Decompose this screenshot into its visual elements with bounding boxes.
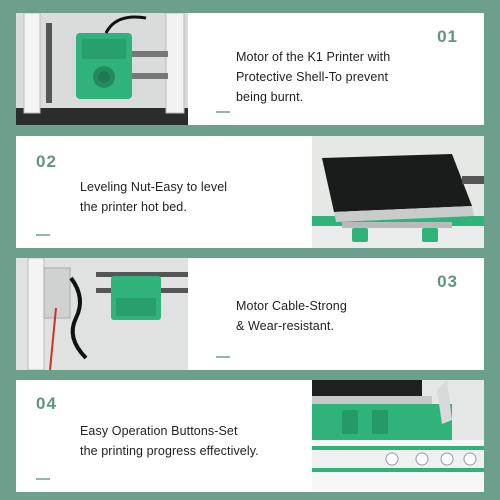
description-line: Motor Cable-Strong [236, 299, 347, 313]
feature-description: Leveling Nut-Easy to level the printer h… [80, 177, 227, 217]
divider-line [216, 111, 230, 113]
motor-shell-photo [16, 13, 188, 125]
feature-number: 01 [437, 27, 458, 46]
feature-panel-2: 02 Leveling Nut-Easy to level the printe… [16, 136, 484, 248]
feature-panel-1: 01 Motor of the K1 Printer with Protecti… [16, 13, 484, 125]
description-line: the printing progress effectively. [80, 444, 259, 458]
description-line: being burnt. [236, 90, 304, 104]
feature-panel-4: 04 Easy Operation Buttons-Set the printi… [16, 380, 484, 492]
description-line: Leveling Nut-Easy to level [80, 180, 228, 194]
feature-description: Easy Operation Buttons-Set the printing … [80, 421, 259, 461]
divider-line [216, 356, 230, 358]
feature-number: 02 [36, 152, 57, 171]
description-line: Easy Operation Buttons-Set [80, 424, 238, 438]
hot-bed-photo [312, 136, 484, 248]
feature-description: Motor Cable-Strong & Wear-resistant. [236, 296, 347, 336]
feature-number: 04 [36, 394, 57, 413]
operation-buttons-photo [312, 380, 484, 492]
feature-description: Motor of the K1 Printer with Protective … [236, 47, 390, 107]
description-line: Motor of the K1 Printer with [236, 50, 391, 64]
divider-line [36, 478, 50, 480]
description-line: the printer hot bed. [80, 200, 187, 214]
feature-panel-3: 03 Motor Cable-Strong & Wear-resistant. [16, 258, 484, 370]
motor-cable-photo [16, 258, 188, 370]
description-line: & Wear-resistant. [236, 319, 335, 333]
feature-number: 03 [437, 272, 458, 291]
description-line: Protective Shell-To prevent [236, 70, 389, 84]
divider-line [36, 234, 50, 236]
